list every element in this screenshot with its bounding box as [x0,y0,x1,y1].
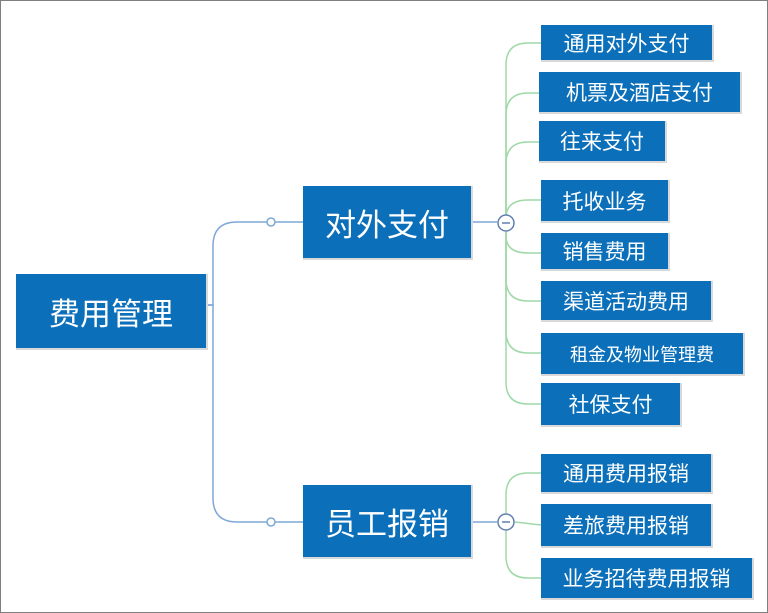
root-node-label: 费用管理 [49,296,173,333]
leaf-node[interactable]: 差旅费用报销 [541,504,713,548]
leaf-node[interactable]: 销售费用 [541,233,670,271]
leaf-node[interactable]: 通用费用报销 [541,454,713,494]
collapse-branch-1-button[interactable] [497,214,515,232]
leaf-link [505,472,541,513]
leaf-node[interactable]: 通用对外支付 [541,25,714,62]
root-node[interactable]: 费用管理 [16,274,208,350]
open-circle-icon [266,517,276,527]
root-to-branch-2-link [206,304,303,523]
leaf-link [505,92,539,222]
leaf-node[interactable]: 渠道活动费用 [541,281,713,322]
leaf-node-label: 往来支付 [560,130,644,154]
leaf-node[interactable]: 社保支付 [541,383,682,427]
branch-node-label: 员工报销 [325,506,449,543]
leaf-link [505,141,539,222]
leaf-link [505,232,541,405]
leaf-node-label: 托收业务 [562,189,647,214]
leaf-node-label: 销售费用 [562,240,647,264]
leaf-node-label: 通用对外支付 [563,31,690,56]
leaf-node[interactable]: 往来支付 [539,121,667,163]
leaf-link [505,232,541,254]
leaf-node[interactable]: 业务招待费用报销 [541,558,754,600]
branch-node-employee-reimbursement[interactable]: 员工报销 [303,485,473,559]
leaf-link [505,232,541,302]
leaf-node-label: 差旅费用报销 [563,514,689,538]
branch-node-label: 对外支付 [325,207,449,244]
branch-node-external-payment[interactable]: 对外支付 [303,186,473,260]
leaf-node[interactable]: 托收业务 [541,180,670,223]
root-to-branch-1-link [206,221,303,306]
leaf-node-label: 租金及物业管理费 [570,344,714,366]
leaf-node-label: 业务招待费用报销 [562,567,731,591]
leaf-link [514,521,542,526]
leaf-link [505,232,541,354]
leaf-link [505,531,541,579]
leaf-node[interactable]: 机票及酒店支付 [539,72,742,114]
leaf-node[interactable]: 租金及物业管理费 [541,333,745,376]
open-circle-icon [266,217,276,227]
leaf-node-label: 渠道活动费用 [563,289,689,314]
leaf-node-label: 机票及酒店支付 [566,81,713,105]
leaf-link [505,42,541,222]
collapse-branch-2-button[interactable] [497,513,515,531]
leaf-node-label: 通用费用报销 [563,462,689,486]
leaf-node-label: 社保支付 [568,393,653,417]
